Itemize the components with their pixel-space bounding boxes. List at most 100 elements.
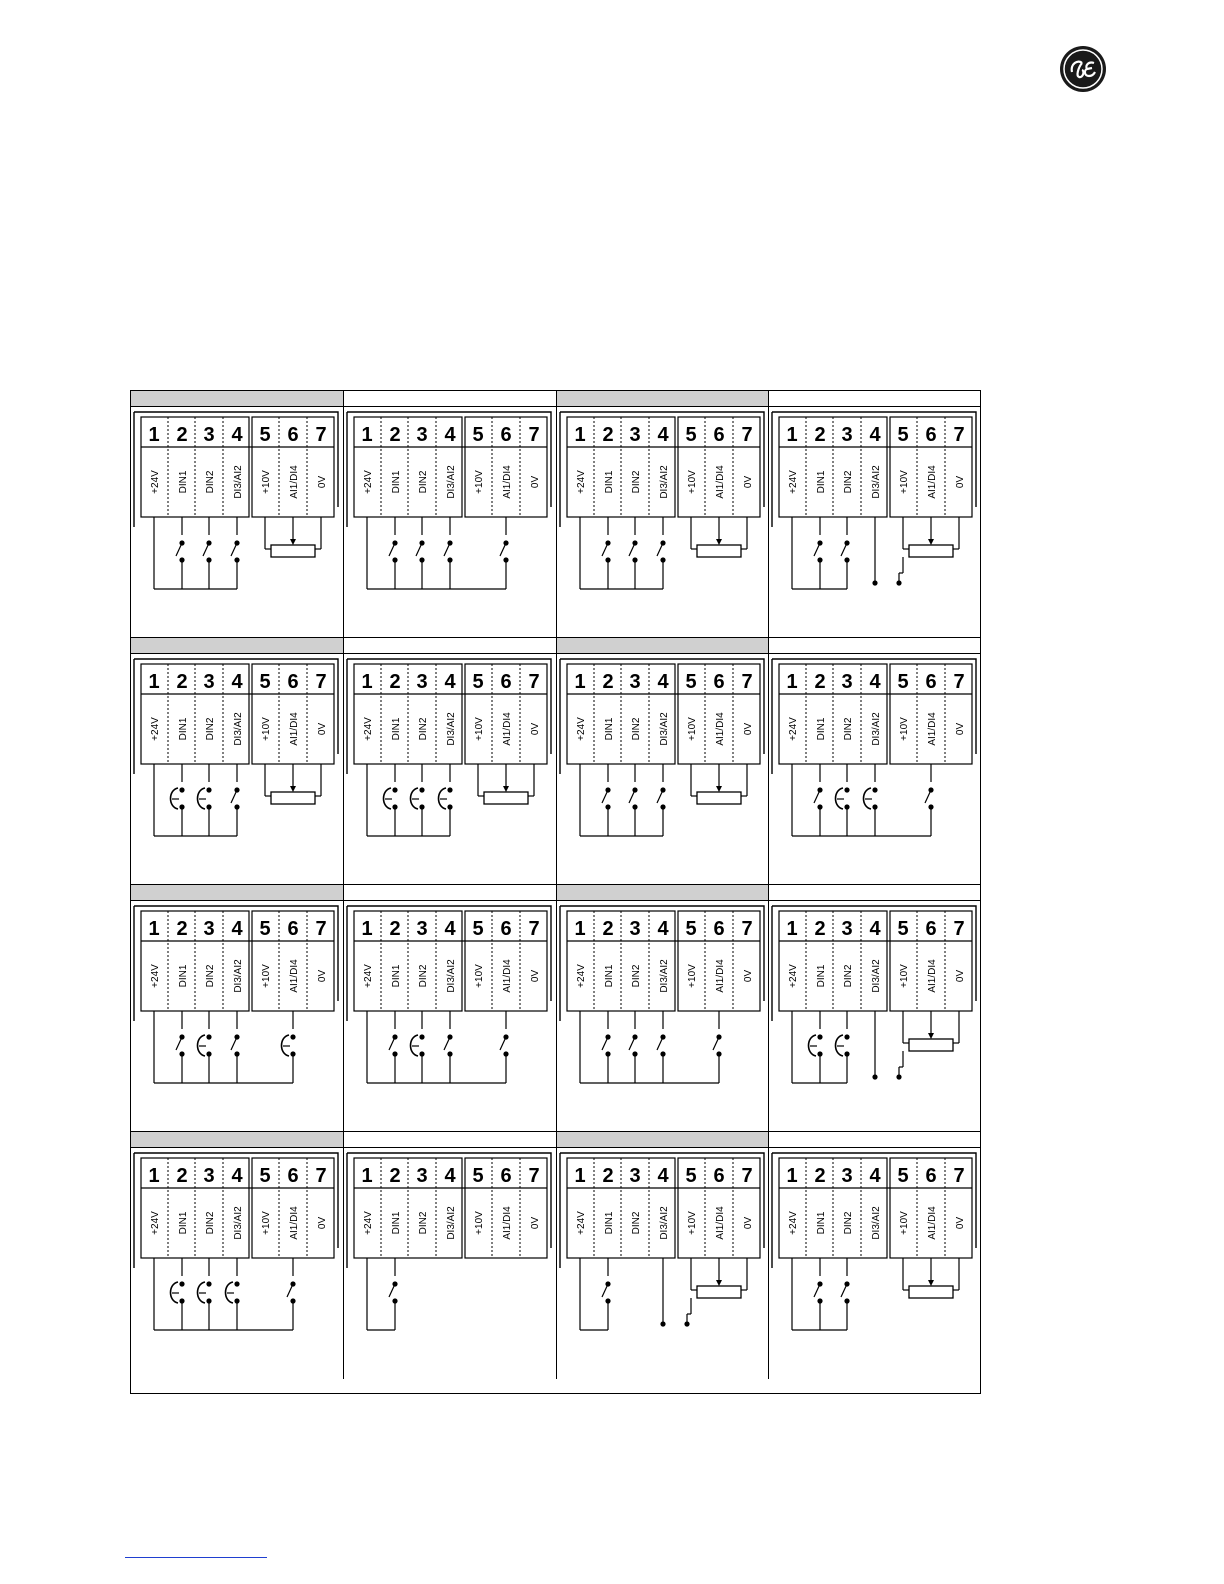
terminal-label: 0V — [530, 476, 541, 489]
terminal-label: +24V — [788, 717, 799, 741]
terminal-number-1: 1 — [787, 1165, 798, 1187]
switch-blade — [230, 789, 238, 804]
terminal-number-1: 1 — [574, 1165, 585, 1187]
wiper-arrow — [290, 539, 296, 545]
terminal-number-1: 1 — [574, 918, 585, 940]
switch-blade — [813, 789, 821, 804]
terminal-block-frame — [133, 411, 339, 527]
terminal-label: DI3/AI2 — [659, 959, 670, 993]
terminal-label: 0V — [743, 723, 754, 736]
wiper-arrow — [715, 1280, 722, 1286]
circuit — [578, 1258, 748, 1331]
terminal-label: +10V — [261, 470, 272, 494]
terminal-number-4: 4 — [231, 918, 243, 940]
terminal-block-frame — [346, 905, 552, 1021]
contact-dot — [206, 1281, 212, 1287]
terminal-number-2: 2 — [815, 1165, 826, 1187]
switch-blade — [813, 1283, 821, 1298]
terminal-label: DIN2 — [843, 717, 854, 740]
terminal-number-1: 1 — [787, 671, 798, 693]
terminal-block-frame — [346, 1152, 552, 1268]
terminal-label: AI1/DI4 — [502, 959, 513, 993]
terminal-number-3: 3 — [203, 1165, 214, 1187]
terminal-number-1: 1 — [574, 671, 585, 693]
circuit — [791, 764, 934, 837]
push-button — [437, 787, 447, 810]
switch-blade — [230, 1036, 238, 1051]
contact-dot — [844, 787, 850, 793]
terminal-label: DIN1 — [816, 717, 827, 740]
terminal-label: +24V — [363, 717, 374, 741]
terminal-number-5: 5 — [259, 1165, 270, 1187]
terminal-label: DI3/AI2 — [446, 712, 457, 746]
terminal-number-5: 5 — [259, 671, 270, 693]
terminal-label: +10V — [687, 717, 698, 741]
terminal-number-5: 5 — [472, 1165, 483, 1187]
terminal-label: 0V — [317, 723, 328, 736]
terminal-number-4: 4 — [231, 671, 243, 693]
terminal-number-2: 2 — [815, 424, 826, 446]
terminal-label: +24V — [150, 470, 161, 494]
contact-dot — [419, 787, 425, 793]
terminal-label: AI1/DI4 — [289, 465, 300, 499]
potentiometer — [270, 791, 316, 805]
terminal-number-7: 7 — [315, 1165, 326, 1187]
terminal-label: +10V — [261, 964, 272, 988]
switch-blade — [627, 542, 636, 557]
terminal-label: +10V — [899, 717, 910, 741]
external-terminal — [683, 1321, 690, 1327]
terminal-number-1: 1 — [361, 918, 372, 940]
wiper-arrow — [715, 539, 722, 545]
terminal-label: 0V — [317, 476, 328, 489]
terminal-number-6: 6 — [713, 1165, 724, 1187]
potentiometer — [695, 544, 742, 558]
terminal-label: +10V — [899, 964, 910, 988]
terminal-group-b — [464, 1157, 548, 1259]
terminal-label: +24V — [150, 1211, 161, 1235]
terminal-block-frame — [558, 658, 765, 774]
footer-link-underline — [125, 1557, 267, 1558]
terminal-label: +24V — [576, 964, 587, 988]
terminal-label: +24V — [363, 470, 374, 494]
terminal-block-frame — [558, 905, 765, 1021]
terminal-number-1: 1 — [148, 918, 159, 940]
terminal-label: DIN2 — [418, 470, 429, 493]
wiper-arrow — [928, 1280, 935, 1286]
terminal-number-5: 5 — [259, 424, 270, 446]
terminal-number-4: 4 — [657, 424, 669, 446]
terminal-label: AI1/DI4 — [715, 465, 726, 499]
terminal-number-6: 6 — [500, 424, 511, 446]
terminal-block-frame — [771, 1152, 977, 1268]
terminal-number-7: 7 — [315, 918, 326, 940]
terminal-number-5: 5 — [259, 918, 270, 940]
terminal-number-3: 3 — [629, 918, 640, 940]
terminal-block-frame — [558, 411, 765, 527]
diagram-header — [556, 391, 769, 407]
terminal-label: DI3/AI2 — [233, 712, 244, 746]
push-button — [224, 1281, 234, 1304]
terminal-number-6: 6 — [500, 671, 511, 693]
terminal-number-7: 7 — [741, 424, 752, 446]
contact-dot — [817, 1034, 823, 1040]
terminal-number-4: 4 — [231, 424, 243, 446]
diagram-header — [769, 391, 980, 407]
terminal-number-2: 2 — [602, 424, 613, 446]
contact-dot — [179, 787, 185, 793]
terminal-label: +24V — [576, 1211, 587, 1235]
terminal-number-4: 4 — [657, 918, 669, 940]
terminal-number-7: 7 — [741, 918, 752, 940]
switch-blade — [202, 542, 210, 557]
terminal-number-7: 7 — [528, 671, 539, 693]
terminal-label: DIN1 — [391, 717, 402, 740]
potentiometer — [908, 544, 954, 558]
terminal-number-3: 3 — [203, 918, 214, 940]
terminal-number-1: 1 — [787, 918, 798, 940]
